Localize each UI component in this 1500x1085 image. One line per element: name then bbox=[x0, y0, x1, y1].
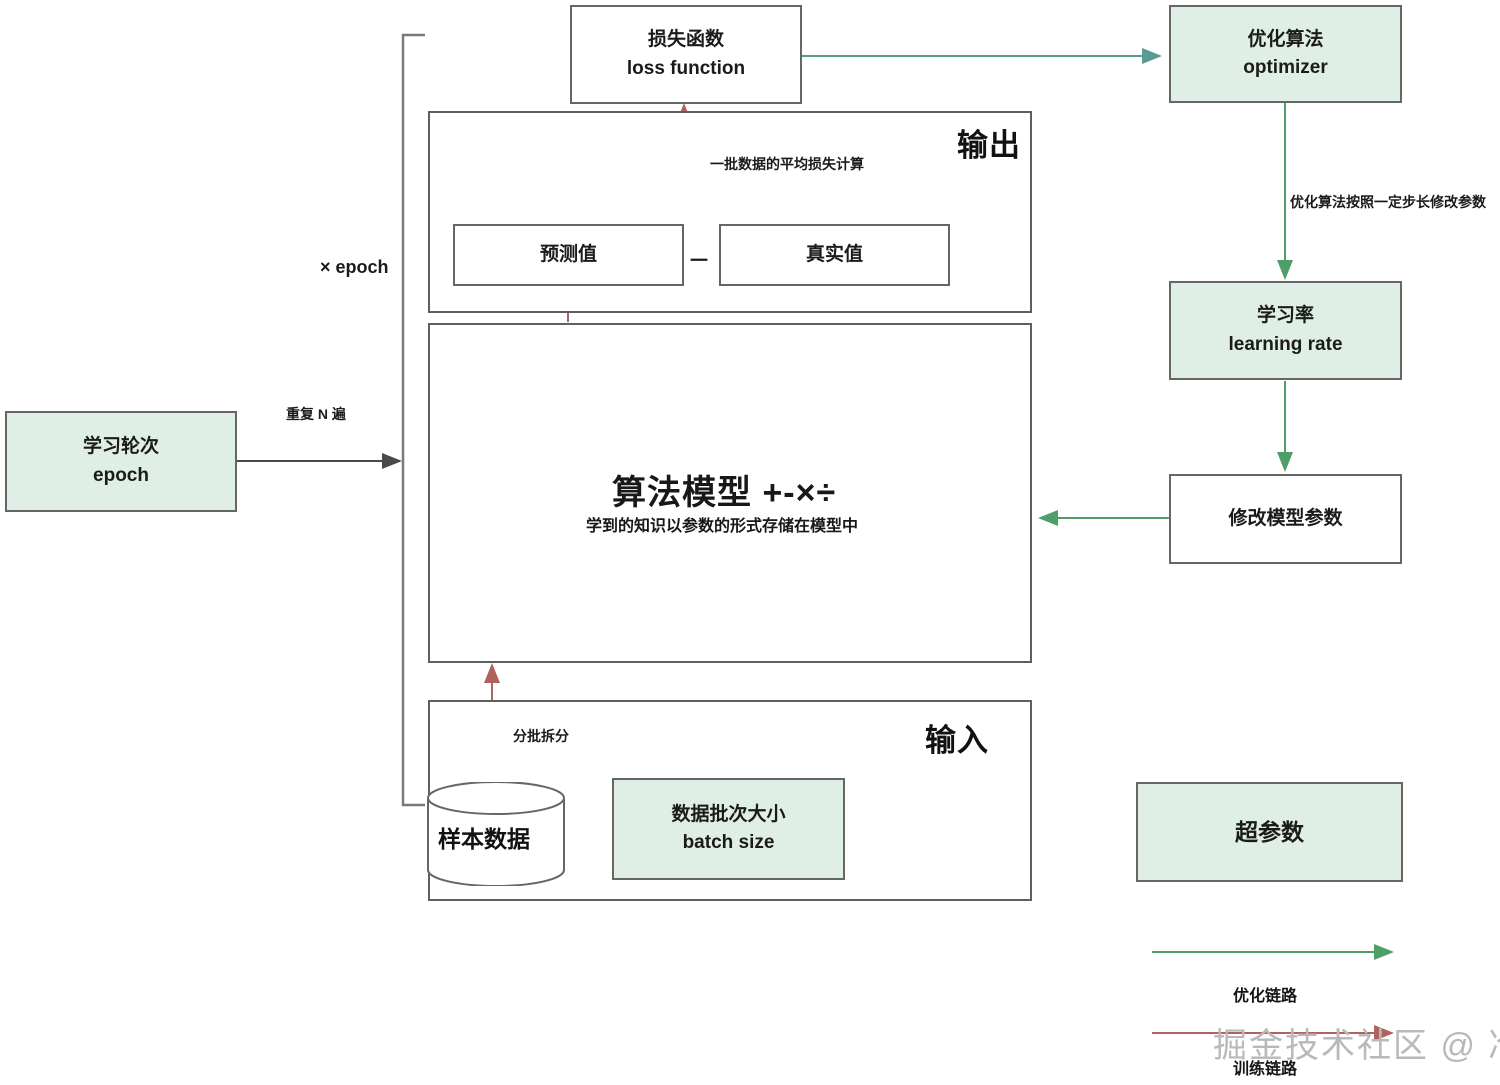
model-title: 算法模型 +-×÷ bbox=[612, 474, 837, 512]
optimizer-box[interactable]: 优化算法 optimizer bbox=[1169, 5, 1402, 103]
predicted-value-label: 预测值 bbox=[539, 243, 597, 265]
legend-label-training: 训练链路 bbox=[1233, 1061, 1298, 1078]
sample-data-cylinder[interactable] bbox=[424, 782, 568, 886]
model-container bbox=[428, 323, 1032, 663]
true-value-box[interactable]: 真实值 bbox=[719, 224, 950, 286]
sample-data-label: 样本数据 bbox=[438, 826, 530, 852]
hyperparameters-box[interactable]: 超参数 bbox=[1136, 782, 1403, 882]
edge-label-batch-split: 分批拆分 bbox=[513, 728, 569, 744]
output-container-label: 输出 bbox=[957, 128, 1021, 163]
input-container-label: 输入 bbox=[925, 723, 989, 758]
loss-function-box[interactable]: 损失函数 loss function bbox=[570, 5, 802, 104]
true-value-label: 真实值 bbox=[805, 243, 863, 265]
edge-label-repeat-n: 重复 N 遍 bbox=[286, 406, 346, 422]
edge-label-optimizer-step: 优化算法按照一定步长修改参数 bbox=[1290, 194, 1486, 210]
loss-function-cn: 损失函数 bbox=[647, 29, 724, 50]
learning-rate-box[interactable]: 学习率 learning rate bbox=[1169, 281, 1402, 380]
legend-label-optimization: 优化链路 bbox=[1233, 988, 1298, 1005]
update-params-box[interactable]: 修改模型参数 bbox=[1169, 474, 1402, 564]
update-params-cn: 修改模型参数 bbox=[1228, 507, 1343, 529]
model-subtitle: 学到的知识以参数的形式存储在模型中 bbox=[586, 518, 859, 535]
edge-label-avg-loss: 一批数据的平均损失计算 bbox=[710, 156, 864, 172]
epoch-en: epoch bbox=[93, 464, 149, 486]
epoch-box[interactable]: 学习轮次 epoch bbox=[5, 411, 237, 512]
learning-rate-cn: 学习率 bbox=[1256, 305, 1314, 326]
loss-function-en: loss function bbox=[626, 57, 746, 79]
predicted-value-box[interactable]: 预测值 bbox=[453, 224, 684, 286]
batch-size-en: batch size bbox=[682, 832, 775, 853]
batch-size-cn: 数据批次大小 bbox=[671, 803, 786, 825]
batch-size-box[interactable]: 数据批次大小 batch size bbox=[612, 778, 845, 880]
epoch-multiplier-label: × epoch bbox=[320, 257, 389, 277]
epoch-cn: 学习轮次 bbox=[82, 436, 159, 457]
optimizer-cn: 优化算法 bbox=[1247, 28, 1324, 50]
optimizer-en: optimizer bbox=[1243, 57, 1328, 78]
learning-rate-en: learning rate bbox=[1228, 333, 1343, 355]
hyperparameters-label: 超参数 bbox=[1235, 818, 1304, 845]
minus-sign: － bbox=[688, 248, 711, 273]
loop-bracket bbox=[401, 33, 425, 807]
